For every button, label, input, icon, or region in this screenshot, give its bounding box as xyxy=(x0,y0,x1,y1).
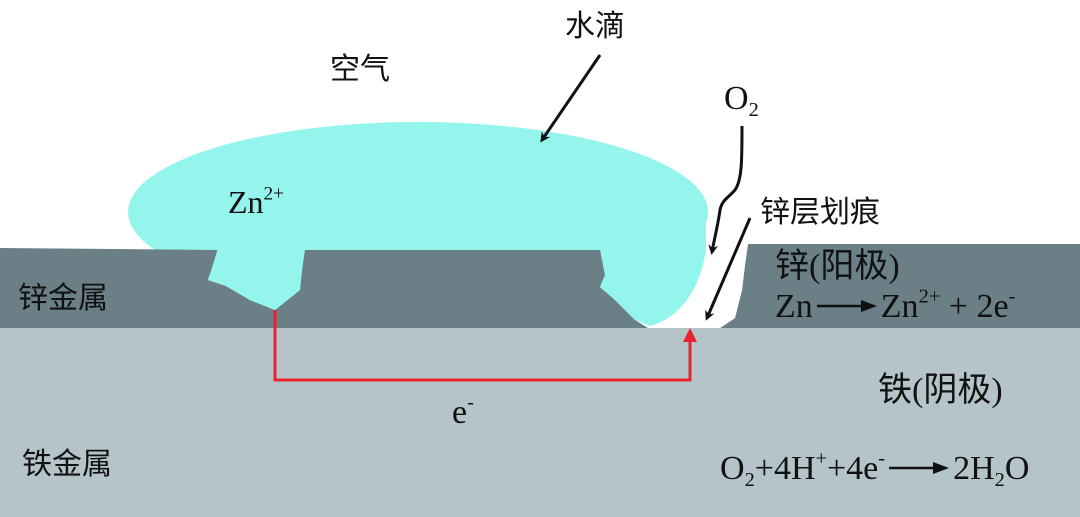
zinc-layer xyxy=(0,248,648,328)
water-drop-pointer xyxy=(540,54,602,143)
cathode-equation: O2+4H++4e-2H2O xyxy=(720,447,1030,492)
electron-label: e- xyxy=(452,391,474,431)
scratch-pointer xyxy=(705,217,752,321)
zinc-scratch xyxy=(648,244,748,328)
water-drop-label: 水滴 xyxy=(565,9,625,44)
reaction-arrow-icon xyxy=(889,462,950,475)
oxygen-arrow xyxy=(708,125,744,255)
iron-cathode-label: 铁(阴极) xyxy=(878,372,1003,409)
oxygen-label: O2 xyxy=(724,80,759,122)
scratch-label: 锌层划痕 xyxy=(760,195,880,230)
air-label: 空气 xyxy=(330,52,390,87)
electron-path xyxy=(273,310,692,382)
reaction-arrow-icon xyxy=(816,300,877,313)
droplet-scratch xyxy=(600,200,706,326)
zinc-metal-label: 锌金属 xyxy=(18,281,108,316)
droplet-pit xyxy=(208,248,305,310)
zinc-layer-right xyxy=(720,244,1080,328)
zinc-ion-label: Zn2+ xyxy=(228,183,284,220)
electron-arrowhead xyxy=(683,328,697,342)
iron-layer xyxy=(0,328,1080,517)
zinc-anode-label: 锌(阳极) xyxy=(775,248,900,285)
iron-metal-label: 铁金属 xyxy=(22,447,112,482)
